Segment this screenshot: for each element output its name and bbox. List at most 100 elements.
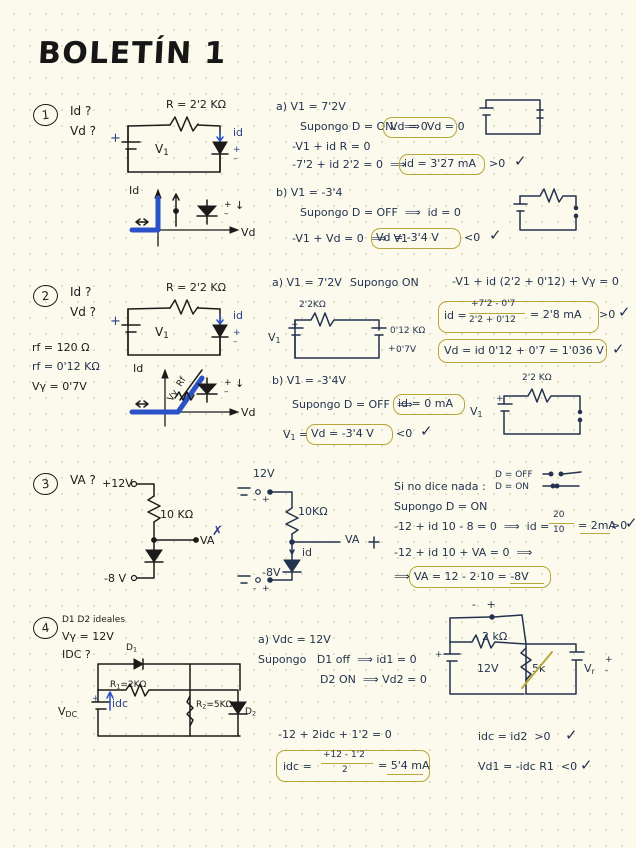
problem-2b-circuit-src-label: V1 bbox=[470, 405, 483, 419]
problem-3-prompt: VA ? bbox=[70, 473, 96, 487]
problem-4-frac-den: 2 bbox=[342, 765, 348, 775]
problem-3-compare: >0 bbox=[611, 519, 628, 532]
problem-2a-given: a) V1 = 7'2V bbox=[272, 276, 342, 289]
problem-4-check-line-2: Vd1 = -idc R1 <0 bbox=[478, 760, 578, 773]
problem-1-resistor-label: R = 2'2 KΩ bbox=[166, 98, 226, 111]
problem-4-r1-label: R1=2KΩ bbox=[110, 680, 147, 691]
problem-3-resistor-label: 10 KΩ bbox=[160, 508, 194, 521]
problem-1-source-label: V1 bbox=[155, 142, 169, 159]
problem-2b-compare: <0 bbox=[396, 427, 413, 440]
problem-2-model-r-label: 2'2KΩ bbox=[299, 300, 326, 310]
problem-3-redraw-top-label: 12V bbox=[253, 467, 275, 480]
problem-1b-mini-circuit bbox=[513, 188, 579, 231]
problem-3-top-label: +12V bbox=[102, 477, 133, 490]
problem-2a-check-1: ✓ bbox=[618, 303, 631, 321]
problem-1b-boxed: Vd = -3'4 V bbox=[376, 231, 439, 244]
problem-4-short-slash bbox=[521, 651, 553, 689]
problem-2-model-circuit bbox=[288, 312, 387, 359]
problem-2a-id-lhs: id = bbox=[444, 309, 467, 322]
problem-2b-lhs: V1 = bbox=[283, 428, 309, 442]
problem-1-diode-symbol bbox=[196, 199, 218, 225]
problem-1b-line-1: Supongo D = OFF ⟹ id = 0 bbox=[300, 206, 461, 219]
problem-3-x-mark: ✗ bbox=[212, 524, 223, 539]
problem-1-current-label: id bbox=[233, 126, 244, 139]
problem-1a-line-3: -7'2 + id 2'2 = 0 ⟹ bbox=[292, 158, 406, 171]
problem-3-assume: Supongo D = ON bbox=[394, 500, 488, 513]
problem-1-current-arrow bbox=[172, 193, 180, 227]
problem-4-assume-1: Supongo D1 off ⟹ id1 = 0 bbox=[258, 653, 417, 666]
problem-1-iv-curve bbox=[129, 188, 240, 247]
problem-2-iv-x-label: Vd bbox=[241, 406, 256, 419]
problem-4-redraw-src-label: 12V bbox=[477, 662, 499, 675]
problem-2a-vd-result: Vd = id 0'12 + 0'7 = 1'036 V bbox=[444, 344, 604, 357]
problem-4-prompt-line-2: Vγ = 12V bbox=[62, 630, 114, 643]
problem-2-model-rf-label: 0'12 KΩ bbox=[390, 326, 426, 336]
problem-1-prompt-line-1: Id ? bbox=[70, 104, 92, 118]
problem-4-frac-num: +12 - 1'2 bbox=[323, 750, 365, 760]
problem-4-redraw-r-label: 2 kΩ bbox=[482, 630, 508, 643]
problem-4-check-mark-2: ✓ bbox=[580, 756, 593, 774]
problem-2a-frac-num: +7'2 - 0'7 bbox=[471, 299, 516, 309]
problem-3-redraw-resistor-label: 10KΩ bbox=[298, 505, 328, 518]
problem-2-resistor-label: R = 2'2 KΩ bbox=[166, 281, 226, 294]
page-title: BOLETÍN 1 bbox=[37, 36, 228, 71]
problem-3-rule-line: Si no dice nada : bbox=[394, 480, 486, 493]
problem-1b-given: b) V1 = -3'4 bbox=[276, 186, 343, 199]
problem-4-idc-result: = 5'4 mA bbox=[378, 759, 430, 772]
problem-4-equation: -12 + 2idc + 1'2 = 0 bbox=[278, 728, 392, 741]
problem-1-prompt-line-2: Vd ? bbox=[70, 124, 97, 138]
problem-3-rule-on: D = ON bbox=[495, 482, 530, 492]
problem-4-redraw-vr-plus: + bbox=[605, 655, 613, 665]
problem-1a-boxed: id = 3'27 mA bbox=[404, 157, 477, 170]
problem-4-redraw-vr-label: Vr bbox=[584, 662, 595, 676]
problem-3-switch-icons bbox=[542, 471, 582, 489]
problem-4-prompt-line-1: D1 D2 ideales bbox=[62, 615, 126, 625]
problem-3-boxed-result: VA = 12 - 2·10 = -8V bbox=[414, 570, 529, 583]
problem-2-circuit bbox=[121, 299, 229, 356]
problem-4-result-box bbox=[276, 750, 430, 782]
problem-4-circuit bbox=[91, 658, 248, 737]
problem-2-model-source-label: V1 bbox=[268, 331, 281, 345]
problem-1a-given: a) V1 = 7'2V bbox=[276, 100, 346, 113]
problem-2a-check-2: ✓ bbox=[612, 340, 625, 358]
problem-4-current-label: idc bbox=[112, 697, 129, 710]
problem-3-redraw-bottom-signs: - + bbox=[253, 584, 270, 594]
problem-1-iv-y-label: Id bbox=[129, 184, 140, 197]
problem-1b-box bbox=[371, 228, 461, 249]
problem-number-3: 3 bbox=[31, 471, 60, 497]
problem-3-check: ✓ bbox=[625, 514, 636, 532]
problem-1a-box-2 bbox=[399, 154, 485, 175]
problem-2-param-rf-ohms: rf = 120 Ω bbox=[32, 341, 90, 354]
problem-2-param-rf-kohms: rf = 0'12 KΩ bbox=[32, 360, 100, 373]
problem-2a-frac-den: 2'2 + 0'12 bbox=[469, 315, 516, 325]
problem-1-circuit bbox=[121, 116, 229, 173]
problem-2a-assume: Supongo ON bbox=[350, 276, 419, 289]
problem-4-check-line-1: idc = id2 >0 bbox=[478, 730, 551, 743]
problem-2b-given: b) V1 = -3'4V bbox=[272, 374, 347, 387]
problem-3-circuit bbox=[130, 480, 199, 582]
problem-3-open-terminal-icon bbox=[368, 536, 380, 549]
problem-2-current-label: id bbox=[233, 309, 244, 322]
problem-3-eq-1-result: = 2mA bbox=[578, 519, 616, 532]
problem-2a-box-2 bbox=[438, 339, 607, 363]
problem-1b-check: ✓ bbox=[489, 226, 502, 244]
problem-2-iv-y-label: Id bbox=[133, 362, 144, 375]
problem-3-eq-2: -12 + id 10 + VA = 0 ⟹ bbox=[394, 546, 533, 559]
problem-number-4: 4 bbox=[31, 615, 60, 641]
problem-2a-box-1 bbox=[438, 301, 599, 333]
problem-2-source-label: V1 bbox=[155, 325, 169, 342]
problem-2-prompt-line-1: Id ? bbox=[70, 285, 92, 299]
problem-3-result-box bbox=[409, 566, 551, 588]
problem-4-idc-lhs: idc = bbox=[283, 760, 312, 773]
problem-3-redraw-circuit bbox=[237, 487, 341, 584]
problem-2b-boxed-1: id = 0 mA bbox=[398, 397, 453, 410]
problem-4-redraw-vr-minus: - bbox=[605, 666, 609, 676]
problem-4-r2-label: R2=5KΩ bbox=[196, 700, 233, 711]
problem-1-iv-x-label: Vd bbox=[241, 226, 256, 239]
problem-2b-off-circuit bbox=[497, 388, 583, 435]
problem-4-assume-2: D2 ON ⟹ Vd2 = 0 bbox=[320, 673, 427, 686]
problem-4-prompt-line-3: IDC ? bbox=[62, 648, 91, 661]
problem-3-redraw-bottom-label: -8V bbox=[262, 566, 281, 579]
problem-3-arrow: ⟹ bbox=[394, 570, 410, 583]
